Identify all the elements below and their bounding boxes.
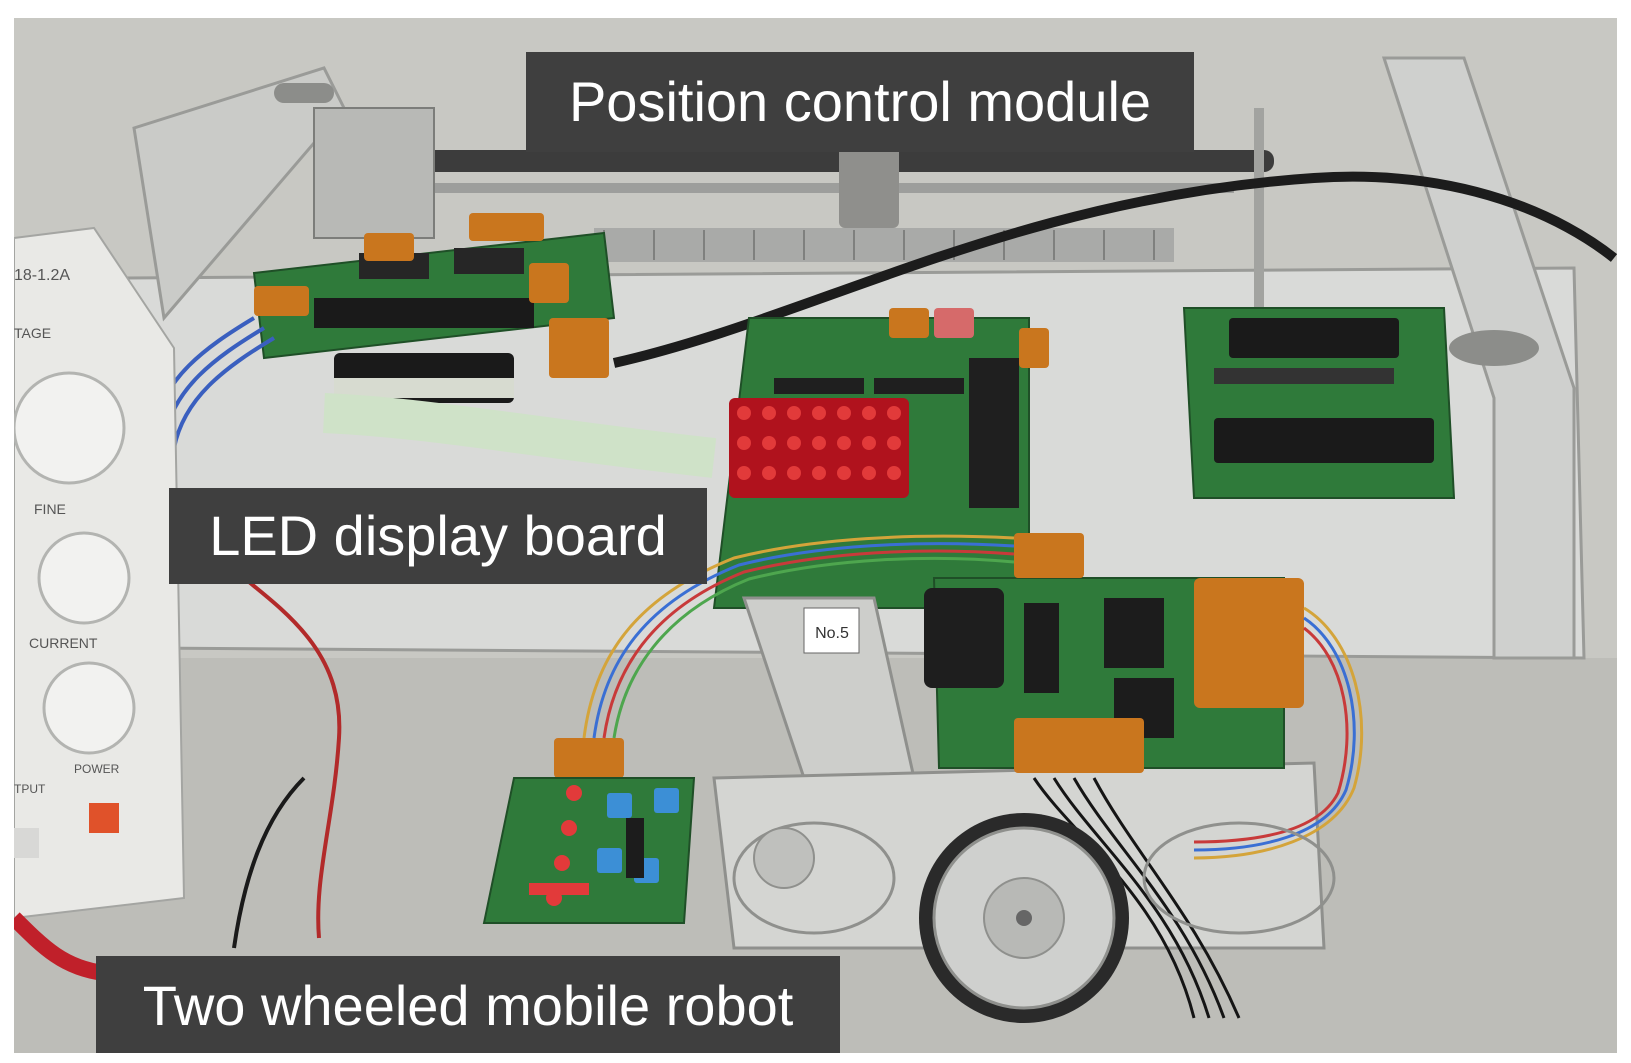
- fine-knob: [37, 531, 131, 625]
- hardware-photo-illustration: 18-1.2A TAGE FINE CURRENT TPUT POWER No.…: [14, 18, 1617, 1053]
- psu-power-text: POWER: [74, 762, 120, 776]
- linear-rail: [394, 150, 1274, 172]
- psu-model-text: 18-1.2A: [14, 267, 70, 284]
- position-control-module-label: Position control module: [526, 52, 1194, 152]
- motor: [313, 107, 435, 239]
- photo-scene: 18-1.2A TAGE FINE CURRENT TPUT POWER No.…: [14, 18, 1617, 1053]
- power-switch: [89, 803, 119, 833]
- psu-output-text: TPUT: [14, 782, 46, 796]
- led-display-board-label: LED display board: [169, 488, 707, 584]
- psu-fine-text: FINE: [34, 501, 66, 517]
- psu-current-text: CURRENT: [29, 635, 98, 651]
- lead-screw: [594, 228, 1174, 262]
- caster: [753, 827, 815, 889]
- carriage: [839, 138, 899, 228]
- psu-voltage-text: TAGE: [14, 325, 51, 341]
- robot-tag-text: No.5: [815, 625, 849, 642]
- current-knob: [42, 661, 136, 755]
- right-bracket: [1381, 56, 1576, 660]
- voltage-knob: [14, 371, 126, 485]
- two-wheeled-mobile-robot-label: Two wheeled mobile robot: [96, 956, 840, 1053]
